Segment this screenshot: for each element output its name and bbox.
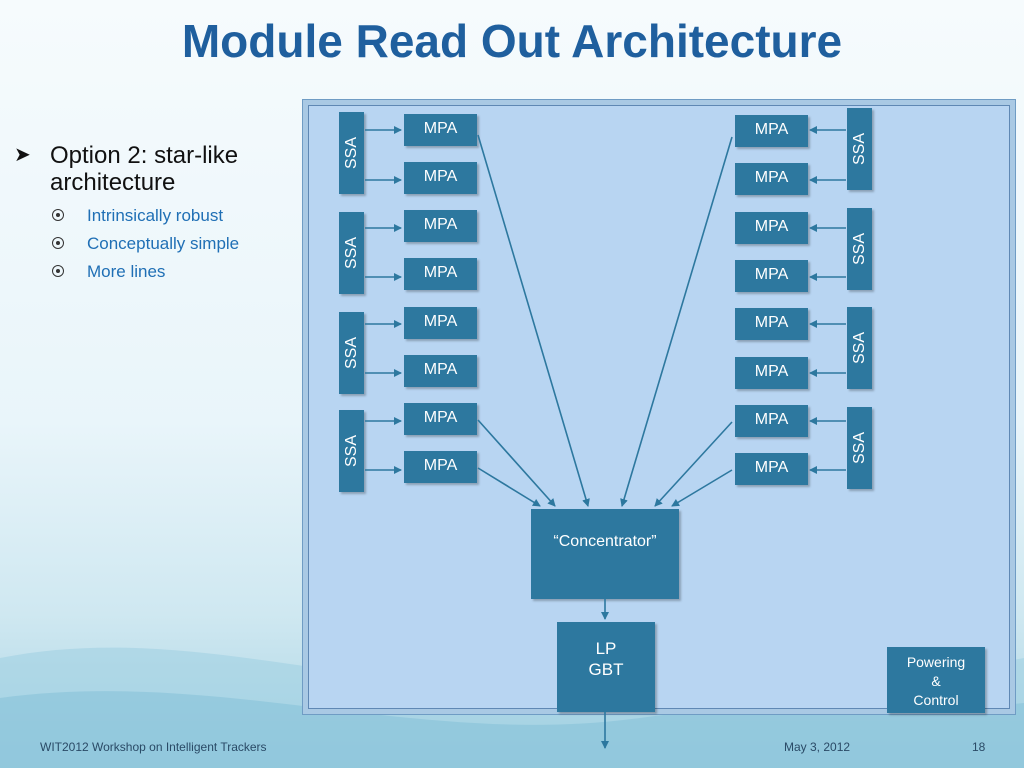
footer-date: May 3, 2012 <box>784 740 851 754</box>
mpa-chip: MPA <box>735 260 808 292</box>
mpa-chip: MPA <box>735 212 808 244</box>
mpa-chip: MPA <box>735 115 808 147</box>
arrow-bullet-icon: ➤ <box>14 144 31 166</box>
ssa-chip: SSA <box>339 312 364 394</box>
ssa-chip: SSA <box>339 112 364 194</box>
mpa-chip: MPA <box>404 355 477 387</box>
ssa-chip: SSA <box>847 208 872 290</box>
mpa-chip: MPA <box>404 114 477 146</box>
powering-label-line3: Control <box>913 692 959 708</box>
subbullet-item: Intrinsically robust <box>52 206 292 226</box>
mpa-chip: MPA <box>404 162 477 194</box>
subbullet-text: Conceptually simple <box>87 234 240 253</box>
main-bullet: ➤ Option 2: star-like architecture <box>14 142 294 196</box>
lpgbt-box: LP GBT <box>557 622 655 712</box>
circle-bullet-icon <box>52 237 64 249</box>
subbullet-text: Intrinsically robust <box>87 206 224 225</box>
mpa-chip: MPA <box>735 453 808 485</box>
subbullet-text: More lines <box>87 262 166 281</box>
lpgbt-label-line1: LP <box>595 639 617 658</box>
circle-bullet-icon <box>52 209 64 221</box>
mpa-chip: MPA <box>404 210 477 242</box>
ssa-chip: SSA <box>847 407 872 489</box>
powering-control-box: Powering & Control <box>887 647 985 713</box>
ssa-chip: SSA <box>339 410 364 492</box>
mpa-chip: MPA <box>404 403 477 435</box>
footer-workshop: WIT2012 Workshop on Intelligent Trackers <box>40 740 267 754</box>
concentrator-box: “Concentrator” <box>531 509 679 599</box>
subbullet-item: More lines <box>52 262 292 282</box>
circle-bullet-icon <box>52 265 64 277</box>
mpa-chip: MPA <box>735 405 808 437</box>
slide-title: Module Read Out Architecture <box>181 15 843 67</box>
mpa-chip: MPA <box>735 163 808 195</box>
footer-page-number: 18 <box>972 740 986 754</box>
main-bullet-text: Option 2: star-like architecture <box>50 142 239 196</box>
ssa-chip: SSA <box>847 307 872 389</box>
ssa-chip: SSA <box>847 108 872 190</box>
ssa-chip: SSA <box>339 212 364 294</box>
mpa-chip: MPA <box>404 307 477 339</box>
mpa-chip: MPA <box>735 308 808 340</box>
mpa-chip: MPA <box>735 357 808 389</box>
powering-label-line1: Powering <box>906 654 966 670</box>
lpgbt-label-line2: GBT <box>588 660 624 679</box>
mpa-chip: MPA <box>404 451 477 483</box>
subbullet-item: Conceptually simple <box>52 234 292 254</box>
mpa-chip: MPA <box>404 258 477 290</box>
powering-label-line2: & <box>931 673 941 689</box>
